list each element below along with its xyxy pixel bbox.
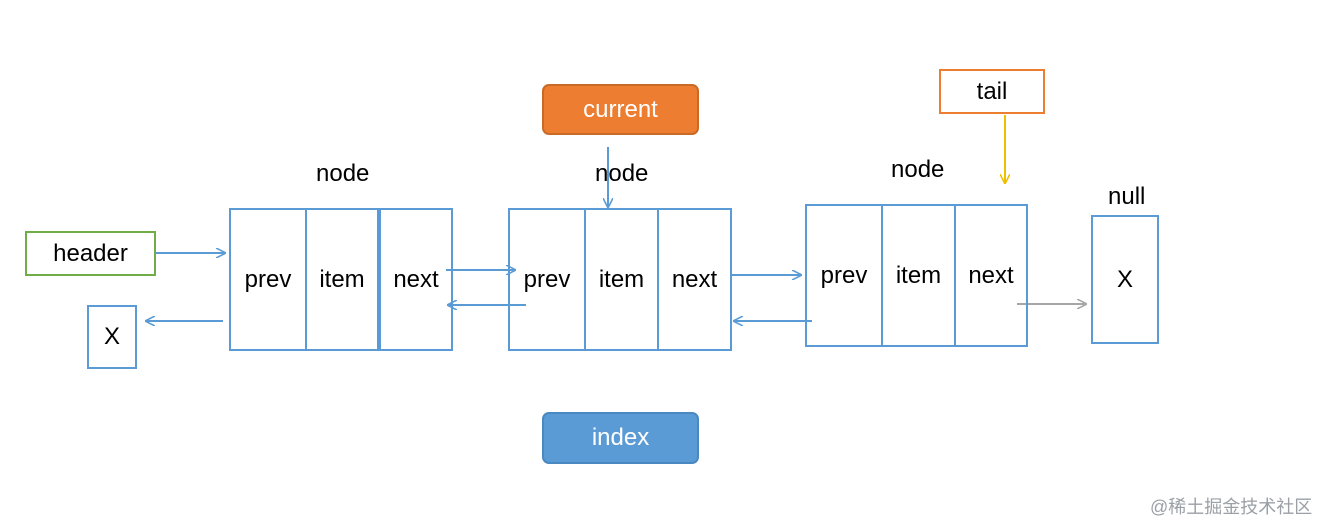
node2-next-cell: next <box>657 208 732 351</box>
null-label: null <box>1108 183 1146 210</box>
node3-item-cell: item <box>881 204 956 347</box>
watermark: @稀土掘金技术社区 <box>1150 497 1313 517</box>
node-label-1: node <box>316 160 370 187</box>
node2-prev-cell: prev <box>508 208 586 351</box>
node2-item-cell: item <box>584 208 659 351</box>
node1-next-cell: next <box>379 208 453 351</box>
current-pointer: current <box>542 84 699 135</box>
left-null-box: X <box>87 305 137 369</box>
header-pointer: header <box>25 231 156 276</box>
node-label-2: node <box>595 160 649 187</box>
node-label-3: node <box>891 156 945 183</box>
null-box: X <box>1091 215 1159 344</box>
node1-item-cell: item <box>305 208 379 351</box>
node3-next-cell: next <box>954 204 1028 347</box>
tail-pointer: tail <box>939 69 1045 114</box>
node3-prev-cell: prev <box>805 204 883 347</box>
index-pointer: index <box>542 412 699 464</box>
node1-prev-cell: prev <box>229 208 307 351</box>
